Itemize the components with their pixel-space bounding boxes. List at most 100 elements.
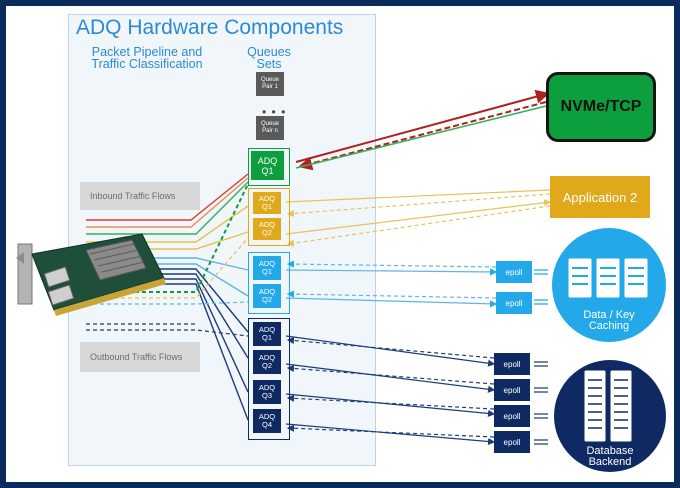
db-link-1 [285,335,496,367]
db-link-5 [285,393,496,418]
db-adq-q3-line-1: ADQ [258,383,276,392]
flow-line-green [86,181,249,235]
app-adq-q1-line-2: Q1 [261,202,272,211]
epoll-db-2: epoll [494,379,530,401]
epoll-arrows-db-4 [534,439,548,445]
queue-pair-n-line-1: Queue [260,121,279,127]
diagram-canvas: { "title": "ADQ Hardware Components", "p… [6,6,674,482]
nvme-adq-q1-line-2: Q1 [261,165,274,176]
db-adq-q4-line-1: ADQ [258,412,276,421]
cache-adq-q2-line-1: ADQ [258,287,276,296]
flow-dash-gold [86,237,249,299]
diagram-title: ADQ Hardware Components [76,16,344,39]
epoll-db-1: epoll [494,353,530,375]
pipeline-label-line-2: Traffic Classification [91,57,203,71]
epoll-arrows-db-1 [534,361,548,367]
app2-link-1 [285,189,551,203]
db-link-6 [286,394,495,410]
nvme-link-dashed [298,101,547,171]
db-adq-q4-line-2: Q4 [261,420,272,429]
db-link-3 [285,363,496,393]
cache-adq-q1-line-2: Q1 [261,267,272,276]
db-adq-q1-line-2: Q1 [261,333,272,342]
flow-line-orange [86,177,249,228]
app-adq-q1-line-1: ADQ [258,194,276,203]
database-label: Database Backend [566,446,654,468]
cache-adq-q1-line-1: ADQ [258,259,276,268]
db-adq-q3-line-2: Q3 [261,391,272,400]
epoll-arrows-db-3 [534,413,548,419]
flow-lines [86,89,552,446]
nvme-tcp-box: NVMe/TCP [546,72,656,142]
pipeline-label-line-1: Packet Pipeline and [91,45,203,59]
queues-label-line-2: Sets [256,57,282,71]
flow-line-red [86,173,249,221]
app2-link-2 [285,199,552,235]
cache-link-3 [285,297,498,308]
inbound-flows-band: Inbound Traffic Flows [80,182,200,210]
nic-port-1 [43,266,71,288]
nvme-link-solid [295,89,550,163]
database-label-line-1: Database [586,445,634,457]
caching-label-line-2: Caching [588,320,630,332]
app2-link-4 [286,205,551,247]
application-2-box: Application 2 [550,176,650,218]
app2-link-3 [286,193,551,218]
database-label-line-2: Backend [588,456,632,468]
outbound-flows-band: Outbound Traffic Flows [80,342,200,372]
nvme-link-green [295,105,547,169]
database-servers-icon [583,369,633,443]
app-adq-q2-line-1: ADQ [258,220,276,229]
inbound-flows-label: Inbound Traffic Flows [90,191,176,201]
flow-dash-navy-2 [86,329,249,337]
epoll-cache-1: epoll [496,261,532,283]
caching-label: Data / Key Caching [562,310,656,332]
cache-adq-q2-line-2: Q2 [261,295,272,304]
epoll-arrows-cache-2 [534,299,548,305]
cache-link-1 [285,268,498,276]
db-link-8 [286,424,495,438]
epoll-arrows-cache-1 [534,269,548,275]
queue-pair-ellipsis: • • • [262,105,287,119]
nic-heatsink [85,239,147,281]
db-adq-q1-line-1: ADQ [258,325,276,334]
queue-pair-1-line-1: Queue [260,77,279,83]
epoll-cache-2: epoll [496,292,532,314]
app-adq-q2-line-2: Q2 [261,228,272,237]
queue-pair-n-line-2: Pair n [262,128,278,134]
network-adapter-illustration [16,233,166,316]
epoll-db-3: epoll [494,405,530,427]
db-adq-q2-line-2: Q2 [261,361,272,370]
caching-label-line-1: Data / Key [583,309,635,321]
nic-port-2 [47,284,75,306]
epoll-db-4: epoll [494,431,530,453]
db-link-7 [285,423,496,446]
flow-dash-blue [86,301,249,305]
nic-connector [54,278,166,316]
epoll-arrows-db-2 [534,387,548,393]
queue-pair-1-line-2: Pair 1 [262,84,278,90]
outbound-flows-label: Outbound Traffic Flows [90,352,183,362]
queues-label: Queues Sets [236,45,302,71]
nvme-adq-q1-line-1: ADQ [257,155,278,166]
caching-servers-icon [567,257,649,299]
pipeline-label: Packet Pipeline and Traffic Classificati… [72,45,222,71]
db-adq-q2-line-1: ADQ [258,353,276,362]
queues-label-line-1: Queues [247,45,291,59]
